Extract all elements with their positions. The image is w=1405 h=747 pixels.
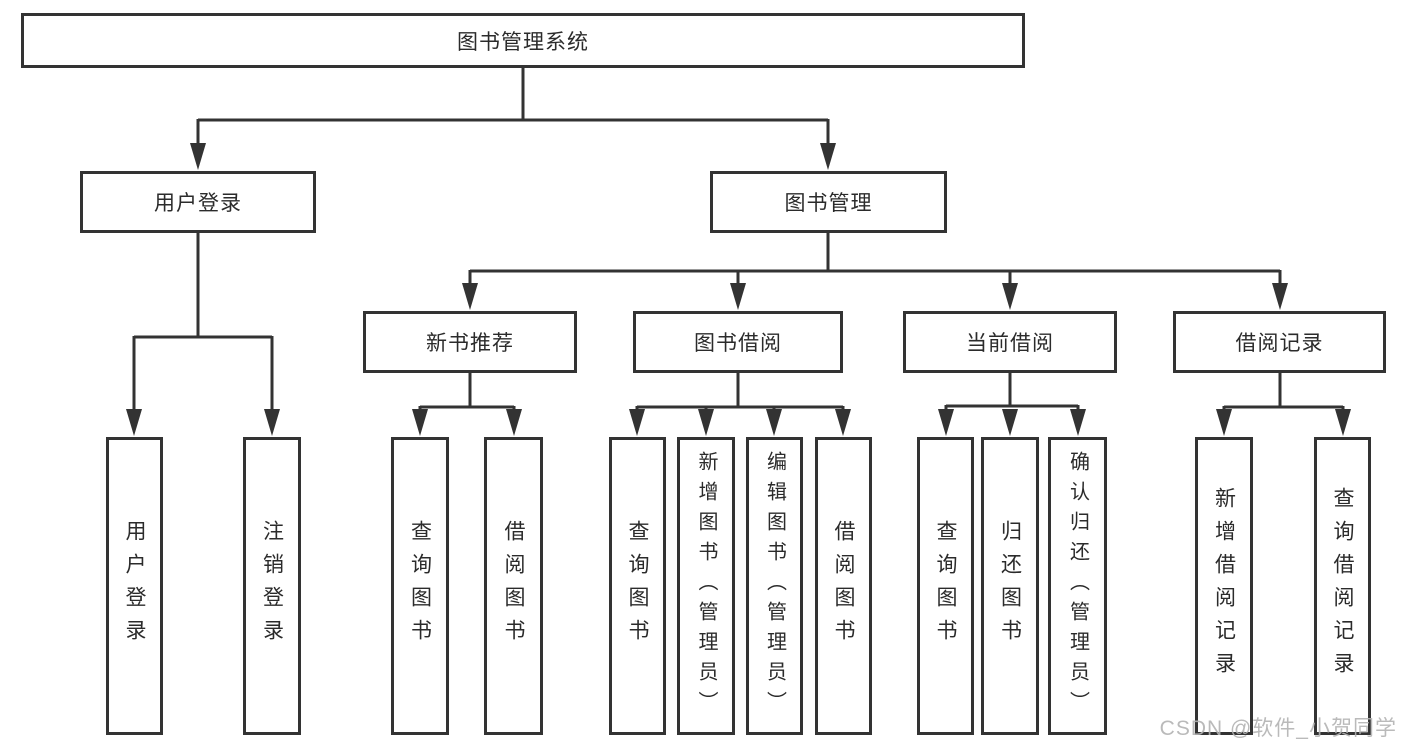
leaf-return-books: 归还图书 xyxy=(981,437,1039,735)
leaf-borrow-books-2: 借阅图书 xyxy=(815,437,872,735)
leaf-logout: 注销登录 xyxy=(243,437,301,735)
node-library-system: 图书管理系统 xyxy=(21,13,1025,68)
node-label: 新书推荐 xyxy=(426,332,514,355)
leaf-add-borrow-record: 新增借阅记录 xyxy=(1195,437,1253,735)
arrowhead-icon xyxy=(1216,409,1232,436)
arrowhead-icon xyxy=(126,409,142,436)
arrowhead-icon xyxy=(506,409,522,436)
leaf-label: 借阅图书 xyxy=(832,520,855,652)
arrowhead-icon xyxy=(1070,409,1086,436)
leaf-label: 查询图书 xyxy=(934,520,957,652)
node-label: 图书管理系统 xyxy=(457,30,589,54)
leaf-query-borrow-record: 查询借阅记录 xyxy=(1314,437,1371,735)
node-label: 图书管理 xyxy=(784,192,873,215)
leaf-label: 查询借阅记录 xyxy=(1331,487,1354,685)
arrowhead-icon xyxy=(264,409,280,436)
node-book-borrow: 图书借阅 xyxy=(633,311,843,373)
leaf-user-login: 用户登录 xyxy=(106,437,163,735)
arrowhead-icon xyxy=(698,409,714,436)
node-borrow-records: 借阅记录 xyxy=(1173,311,1386,373)
node-user-login: 用户登录 xyxy=(80,171,316,233)
leaf-confirm-return-admin: 确认归还（管理员） xyxy=(1048,437,1107,735)
node-new-book-recommend: 新书推荐 xyxy=(363,311,577,373)
leaf-borrow-books-1: 借阅图书 xyxy=(484,437,543,735)
leaf-query-books-1: 查询图书 xyxy=(391,437,449,735)
node-current-borrow: 当前借阅 xyxy=(903,311,1117,373)
leaf-label: 用户登录 xyxy=(123,520,146,652)
leaf-label: 注销登录 xyxy=(260,520,284,652)
leaf-label: 确认归还（管理员） xyxy=(1066,451,1089,721)
arrowhead-icon xyxy=(1335,409,1351,436)
leaf-label: 新增借阅记录 xyxy=(1212,487,1236,685)
arrowhead-icon xyxy=(412,409,428,436)
leaf-label: 归还图书 xyxy=(998,520,1022,652)
arrowhead-icon xyxy=(1002,283,1018,310)
arrowhead-icon xyxy=(766,409,782,436)
arrowhead-icon xyxy=(1272,283,1288,310)
arrowhead-icon xyxy=(462,283,478,310)
arrowhead-icon xyxy=(1002,409,1018,436)
arrowhead-icon xyxy=(629,409,645,436)
arrowhead-icon xyxy=(820,143,836,170)
leaf-label: 查询图书 xyxy=(408,520,432,652)
arrowhead-icon xyxy=(938,409,954,436)
arrowhead-icons xyxy=(126,143,1351,436)
node-label: 当前借阅 xyxy=(966,332,1054,355)
leaf-label: 编辑图书（管理员） xyxy=(763,451,786,721)
leaf-label: 借阅图书 xyxy=(502,520,525,652)
node-label: 用户登录 xyxy=(154,192,242,215)
arrowhead-icon xyxy=(730,283,746,310)
node-label: 图书借阅 xyxy=(694,332,782,355)
leaf-edit-books-admin: 编辑图书（管理员） xyxy=(746,437,803,735)
leaf-query-books-3: 查询图书 xyxy=(917,437,974,735)
leaf-query-books-2: 查询图书 xyxy=(609,437,666,735)
leaf-label: 查询图书 xyxy=(626,520,649,652)
leaf-add-books-admin: 新增图书（管理员） xyxy=(677,437,735,735)
csdn-watermark: CSDN @软件_小贺同学 xyxy=(1159,717,1397,740)
leaf-label: 新增图书（管理员） xyxy=(695,451,717,721)
arrowhead-icon xyxy=(835,409,851,436)
node-book-management: 图书管理 xyxy=(710,171,947,233)
arrowhead-icon xyxy=(190,143,206,170)
node-label: 借阅记录 xyxy=(1235,332,1324,355)
